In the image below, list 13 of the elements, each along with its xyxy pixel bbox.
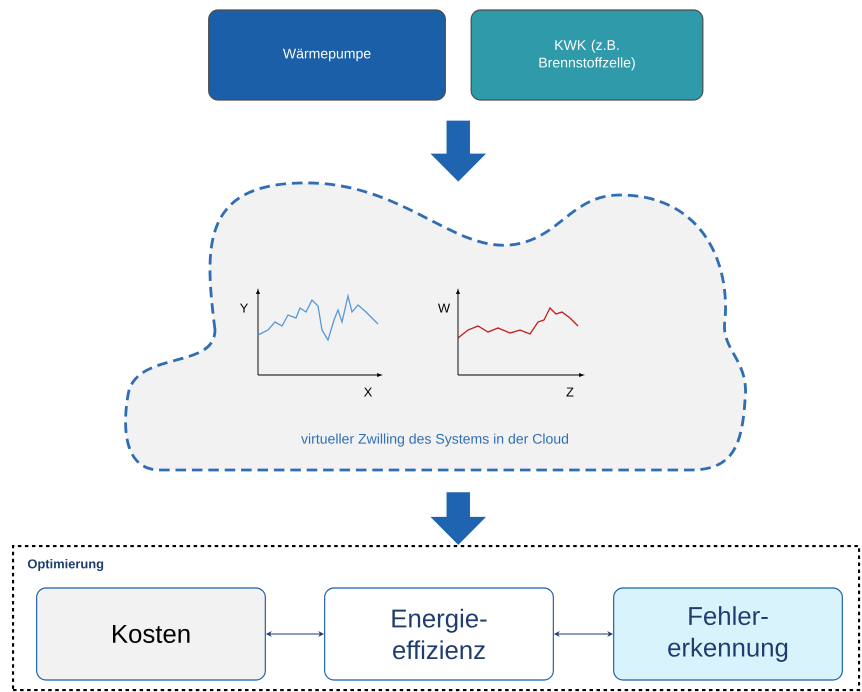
- box: Kosten: [36, 587, 266, 681]
- axis-label: X: [364, 388, 372, 396]
- frame-heading: Optimierung: [28, 558, 104, 572]
- cloud-shape: [124, 182, 747, 472]
- axis-label: Y: [240, 304, 248, 312]
- top-box: KWK (z.B. Brennstoffzelle): [470, 9, 704, 101]
- axis-label: Z: [566, 388, 574, 396]
- axis-label: W: [438, 304, 450, 312]
- cloud-caption: virtueller Zwilling des Systems in der Cloud: [301, 433, 568, 447]
- top-box: Wärmepumpe: [208, 9, 446, 101]
- box: Energie- effizienz: [324, 587, 554, 681]
- dashed-frame: [12, 545, 860, 692]
- box: Fehler- erkennung: [613, 587, 843, 681]
